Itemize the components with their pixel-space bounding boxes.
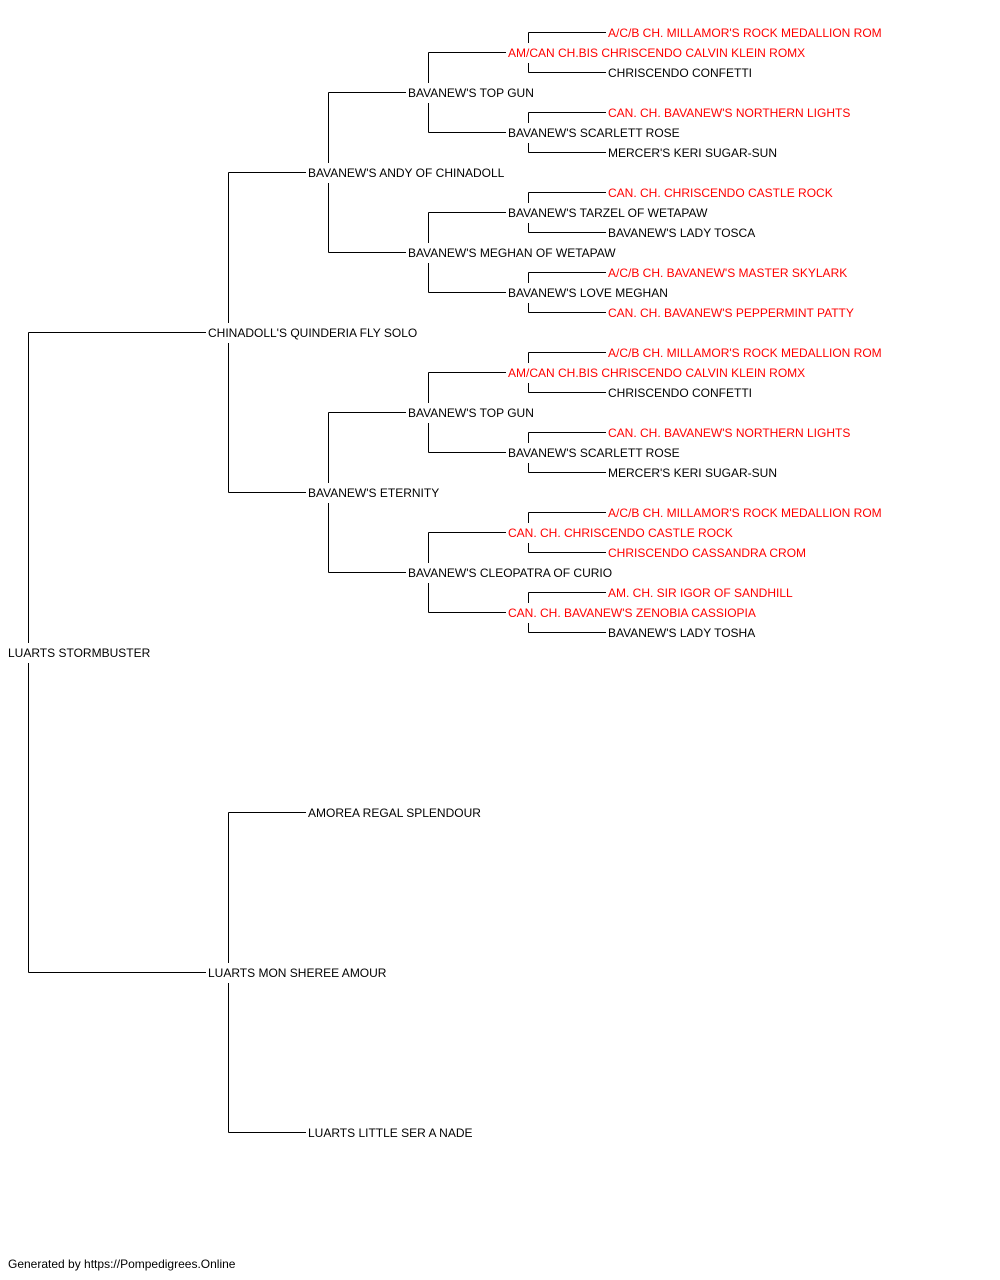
sire-name-gen4: BAVANEW'S TARZEL OF WETAPAW: [508, 206, 708, 220]
dam-name-gen2: BAVANEW'S ETERNITY: [308, 486, 440, 500]
dam-name-gen1: LUARTS MON SHEREE AMOUR: [208, 966, 387, 980]
dam-name-gen4: CAN. CH. BAVANEW'S ZENOBIA CASSIOPIA: [508, 606, 756, 620]
dam-name-gen4: BAVANEW'S SCARLETT ROSE: [508, 446, 680, 460]
dam-name-gen5: CHRISCENDO CONFETTI: [608, 66, 752, 80]
dam-name-gen4: BAVANEW'S SCARLETT ROSE: [508, 126, 680, 140]
sire-name-gen3: BAVANEW'S TOP GUN: [408, 406, 534, 420]
dam-name-gen5: MERCER'S KERI SUGAR-SUN: [608, 146, 777, 160]
sire-name-gen5: A/C/B CH. MILLAMOR'S ROCK MEDALLION ROM: [608, 506, 882, 520]
sire-name-gen2: AMOREA REGAL SPLENDOUR: [308, 806, 481, 820]
sire-name-gen5: CAN. CH. BAVANEW'S NORTHERN LIGHTS: [608, 106, 851, 120]
sire-name-gen4: AM/CAN CH.BIS CHRISCENDO CALVIN KLEIN RO…: [508, 366, 806, 380]
subject-dog-name: LUARTS STORMBUSTER: [8, 646, 151, 660]
dam-name-gen5: CHRISCENDO CASSANDRA CROM: [608, 546, 807, 560]
sire-name-gen5: A/C/B CH. MILLAMOR'S ROCK MEDALLION ROM: [608, 26, 882, 40]
dam-name-gen4: BAVANEW'S LOVE MEGHAN: [508, 286, 668, 300]
dam-name-gen5: BAVANEW'S LADY TOSCA: [608, 226, 756, 240]
sire-name-gen5: CAN. CH. BAVANEW'S NORTHERN LIGHTS: [608, 426, 851, 440]
sire-name-gen5: A/C/B CH. BAVANEW'S MASTER SKYLARK: [608, 266, 848, 280]
sire-name-gen5: A/C/B CH. MILLAMOR'S ROCK MEDALLION ROM: [608, 346, 882, 360]
generated-by-footer: Generated by https://Pompedigrees.Online: [8, 1257, 236, 1271]
dam-name-gen3: BAVANEW'S CLEOPATRA OF CURIO: [408, 566, 613, 580]
dam-name-gen3: BAVANEW'S MEGHAN OF WETAPAW: [408, 246, 616, 260]
sire-name-gen1: CHINADOLL'S QUINDERIA FLY SOLO: [208, 326, 418, 340]
sire-name-gen4: CAN. CH. CHRISCENDO CASTLE ROCK: [508, 526, 733, 540]
dam-name-gen2: LUARTS LITTLE SER A NADE: [308, 1126, 473, 1140]
dam-name-gen5: CHRISCENDO CONFETTI: [608, 386, 752, 400]
sire-name-gen5: AM. CH. SIR IGOR OF SANDHILL: [608, 586, 793, 600]
dam-name-gen5: BAVANEW'S LADY TOSHA: [608, 626, 756, 640]
sire-name-gen4: AM/CAN CH.BIS CHRISCENDO CALVIN KLEIN RO…: [508, 46, 806, 60]
dam-name-gen5: CAN. CH. BAVANEW'S PEPPERMINT PATTY: [608, 306, 854, 320]
sire-name-gen2: BAVANEW'S ANDY OF CHINADOLL: [308, 166, 505, 180]
dam-name-gen5: MERCER'S KERI SUGAR-SUN: [608, 466, 777, 480]
sire-name-gen3: BAVANEW'S TOP GUN: [408, 86, 534, 100]
sire-name-gen5: CAN. CH. CHRISCENDO CASTLE ROCK: [608, 186, 833, 200]
